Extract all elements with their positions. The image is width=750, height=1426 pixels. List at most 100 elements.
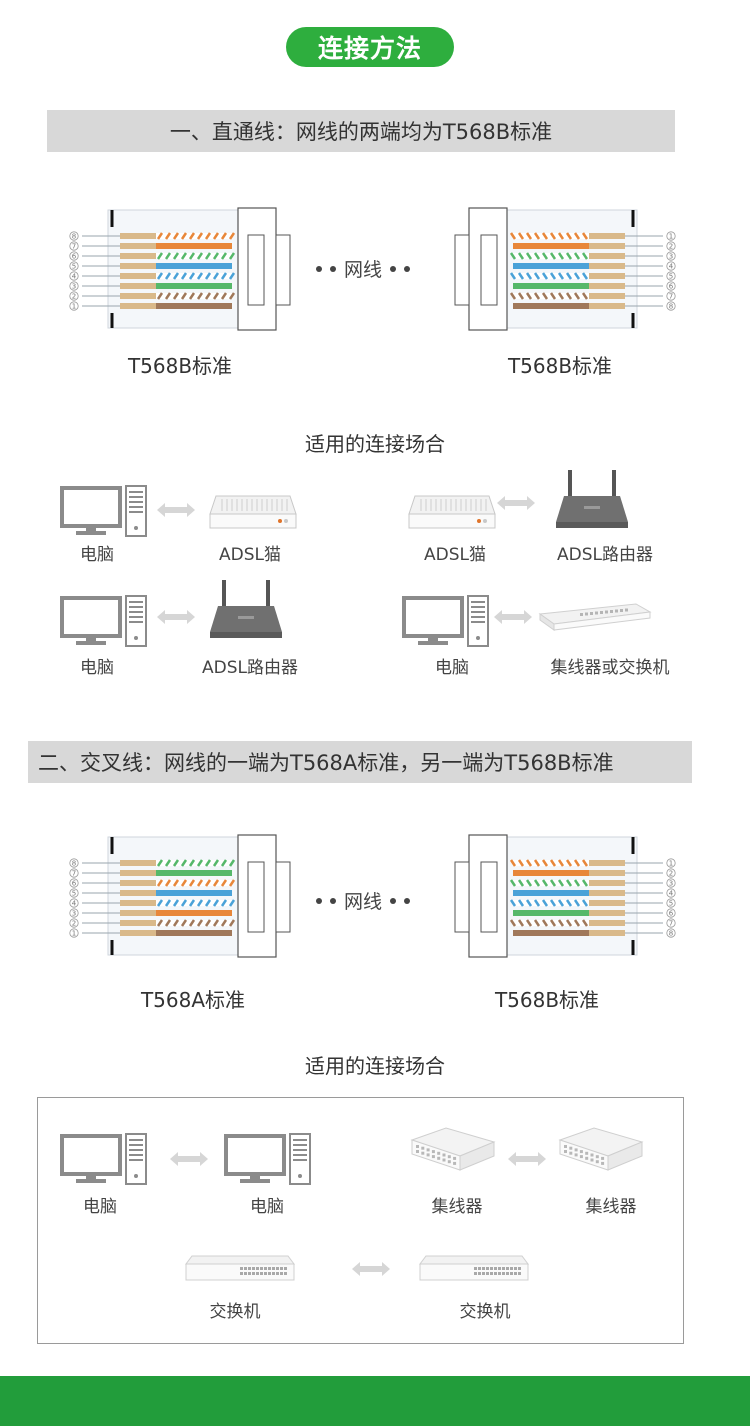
computer-icon: [60, 1133, 147, 1185]
computer-icon: [60, 595, 147, 647]
wire: [513, 263, 589, 269]
router-icon: [210, 580, 282, 638]
svg-text:5: 5: [669, 273, 673, 281]
right-standard-label: T568B标准: [507, 354, 613, 378]
double-arrow-icon: [157, 610, 195, 624]
svg-text:2: 2: [669, 870, 673, 878]
double-arrow-icon: [352, 1262, 390, 1276]
cable-label-1: 网线: [316, 255, 411, 282]
pair2-a-label: ADSL猫: [424, 545, 486, 565]
cross-pair1-b-label: 电脑: [250, 1197, 284, 1217]
wire: [513, 283, 589, 289]
svg-text:8: 8: [669, 930, 673, 938]
svg-text:4: 4: [669, 263, 674, 271]
svg-text:3: 3: [669, 880, 673, 888]
svg-text:5: 5: [72, 263, 76, 271]
cable-text: 网线: [344, 891, 383, 913]
wire: [156, 263, 232, 269]
svg-text:4: 4: [72, 273, 77, 281]
double-arrow-icon: [170, 1152, 208, 1166]
wire: [513, 930, 589, 936]
svg-text:8: 8: [72, 860, 76, 868]
wire: [513, 243, 589, 249]
wire: [156, 859, 236, 867]
wire: [509, 859, 589, 867]
crossover-scenarios-box: [37, 1097, 684, 1344]
wire: [156, 879, 236, 887]
wire: [509, 879, 589, 887]
wire: [156, 283, 232, 289]
wire: [156, 899, 236, 907]
hub-icon: [558, 1127, 644, 1171]
pair3-a-label: 电脑: [80, 658, 114, 678]
left-standard-label: T568A标准: [140, 988, 246, 1012]
switch-icon: [419, 1255, 529, 1281]
wire: [156, 890, 232, 896]
cross-pair3-b-label: 交换机: [459, 1302, 511, 1322]
straight-heading: 一、直通线：网线的两端均为T568B标准: [47, 110, 675, 152]
pair4-a-label: 电脑: [435, 658, 469, 678]
wire: [509, 272, 589, 280]
svg-text:2: 2: [669, 243, 673, 251]
wire: [513, 870, 589, 876]
svg-text:7: 7: [72, 870, 76, 878]
footer-bar: [0, 1376, 750, 1426]
svg-text:6: 6: [72, 253, 77, 261]
svg-text:6: 6: [72, 880, 77, 888]
svg-text:5: 5: [72, 890, 76, 898]
svg-text:7: 7: [72, 243, 76, 251]
wire: [156, 292, 236, 300]
svg-text:6: 6: [669, 910, 674, 918]
wire: [513, 910, 589, 916]
wire: [509, 919, 589, 927]
double-arrow-icon: [157, 503, 195, 517]
wire: [156, 243, 232, 249]
svg-text:6: 6: [669, 283, 674, 291]
wire: [156, 910, 232, 916]
switch-icon: [185, 1255, 295, 1281]
wire: [513, 890, 589, 896]
svg-text:3: 3: [72, 283, 76, 291]
svg-text:1: 1: [72, 930, 76, 938]
left-standard-label: T568B标准: [127, 354, 233, 378]
crossover-heading: 二、交叉线：网线的一端为T568A标准，另一端为T568B标准: [28, 741, 692, 783]
cable-text: 网线: [344, 259, 383, 281]
pair2-b-label: ADSL路由器: [557, 545, 653, 565]
wire: [156, 930, 232, 936]
svg-text:2: 2: [72, 293, 76, 301]
cross-pair2-b-label: 集线器: [585, 1197, 637, 1217]
double-arrow-icon: [508, 1152, 546, 1166]
svg-text:1: 1: [669, 233, 673, 241]
double-arrow-icon: [497, 496, 535, 510]
modem-icon: [209, 495, 297, 529]
wire: [509, 252, 589, 260]
wire: [509, 899, 589, 907]
svg-text:7: 7: [669, 293, 673, 301]
double-arrow-icon: [494, 610, 532, 624]
cable-label-2: 网线: [316, 887, 411, 914]
svg-text:8: 8: [669, 303, 673, 311]
modem-icon: [408, 495, 496, 529]
svg-text:1: 1: [669, 860, 673, 868]
svg-text:3: 3: [669, 253, 673, 261]
right-standard-label: T568B标准: [494, 988, 600, 1012]
scenarios-title-1: 适用的连接场合: [305, 432, 445, 456]
svg-text:2: 2: [72, 920, 76, 928]
wire: [156, 252, 236, 260]
pair4-b-label: 集线器或交换机: [550, 658, 670, 678]
switch-icon: [538, 603, 652, 631]
svg-text:1: 1: [72, 303, 76, 311]
wire: [156, 870, 232, 876]
svg-text:7: 7: [669, 920, 673, 928]
svg-text:5: 5: [669, 900, 673, 908]
pair3-b-label: ADSL路由器: [202, 658, 298, 678]
pair1-a-label: 电脑: [80, 545, 114, 565]
svg-text:4: 4: [72, 900, 77, 908]
hub-icon: [410, 1127, 496, 1171]
cross-pair3-a-label: 交换机: [209, 1302, 261, 1322]
wire: [156, 272, 236, 280]
t568b-right-connector: 1 2 3 4 5 6 7 8: [454, 207, 676, 331]
computer-icon: [224, 1133, 311, 1185]
